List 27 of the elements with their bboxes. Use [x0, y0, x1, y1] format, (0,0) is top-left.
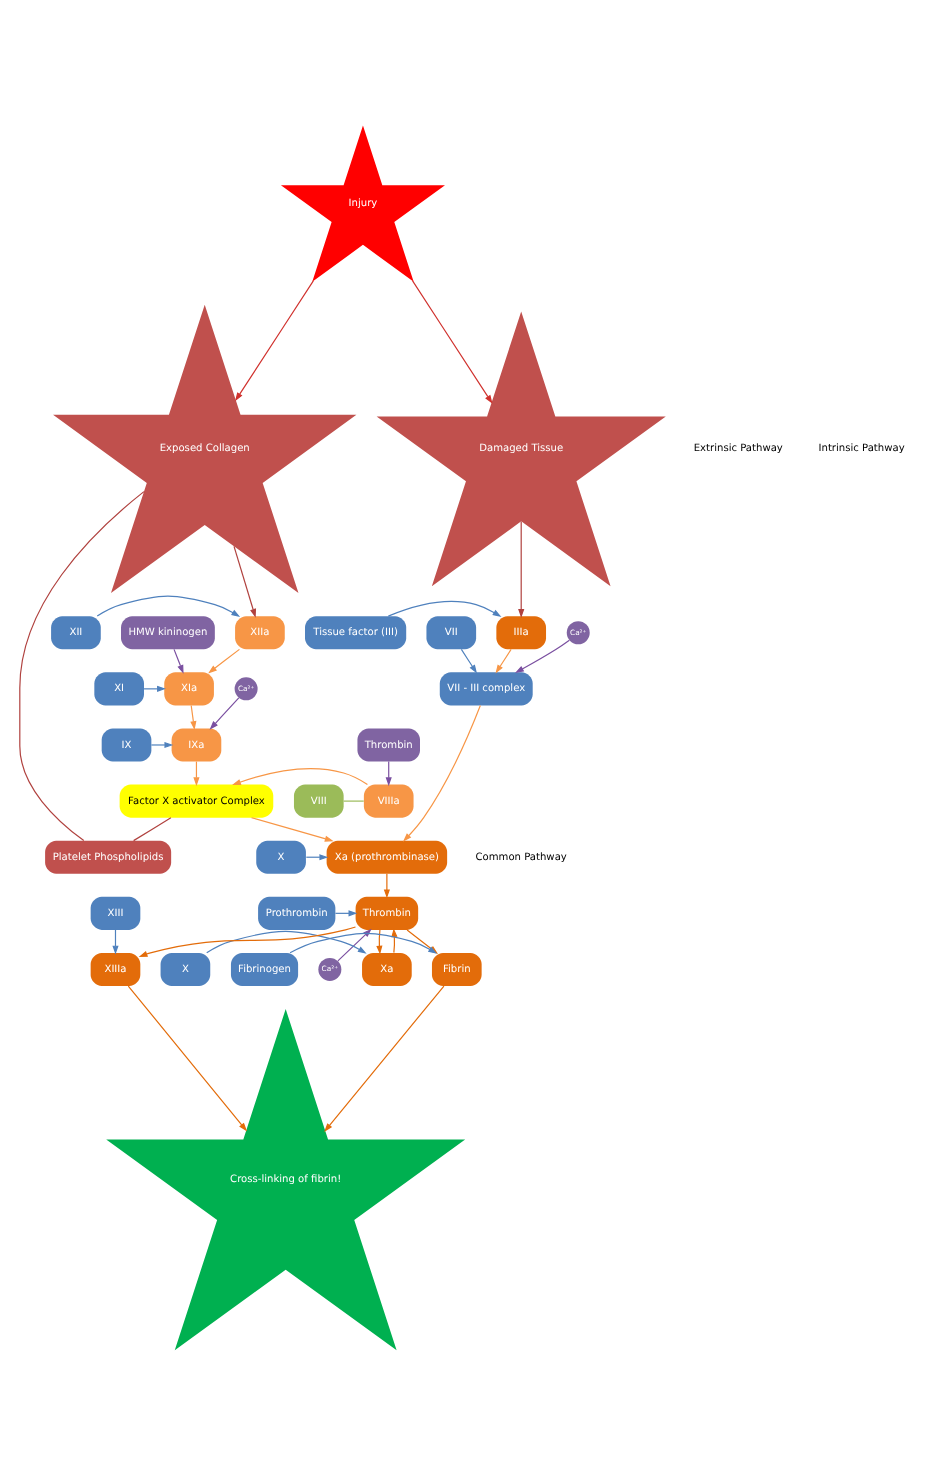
connector	[343, 799, 365, 801]
arrow	[138, 925, 357, 956]
arrow	[402, 704, 481, 841]
arrow	[208, 647, 241, 673]
arrow	[143, 684, 166, 691]
arrow	[515, 638, 570, 672]
arrow	[387, 599, 502, 617]
arrow	[495, 647, 512, 673]
arrow	[173, 647, 184, 673]
arrow	[250, 816, 334, 841]
arrow	[324, 984, 445, 1131]
arrow	[190, 703, 197, 729]
connector	[19, 490, 145, 841]
arrow	[232, 767, 369, 785]
arrow	[209, 696, 240, 729]
arrow	[233, 544, 257, 617]
arrow	[412, 279, 493, 403]
arrow	[127, 984, 248, 1131]
connector	[133, 816, 172, 841]
arrow	[337, 927, 372, 961]
arrow	[460, 647, 477, 673]
arrow	[518, 519, 525, 617]
arrow	[150, 740, 174, 748]
arrow	[391, 927, 398, 953]
arrow	[206, 929, 367, 953]
arrow	[235, 279, 314, 401]
arrow	[383, 872, 390, 898]
